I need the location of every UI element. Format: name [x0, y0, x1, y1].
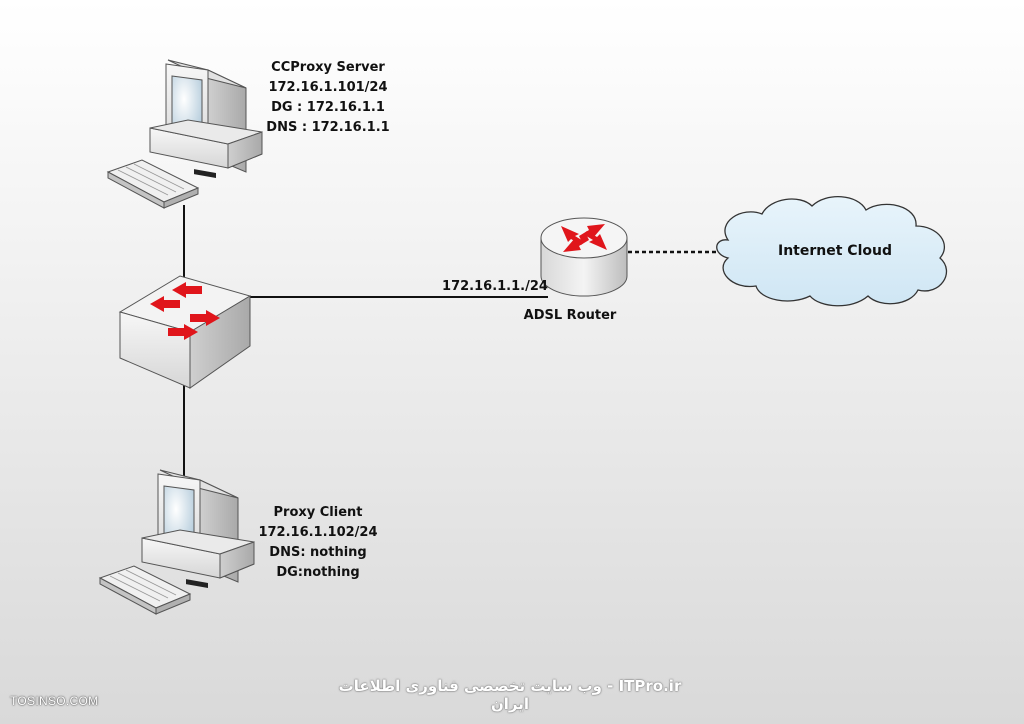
server-gateway: DG : 172.16.1.1	[271, 100, 385, 115]
client-gateway: DG:nothing	[276, 565, 360, 580]
links	[183, 205, 720, 476]
router-link-ip: 172.16.1.1./24	[442, 279, 548, 294]
footer-watermark-left: TOSINSO.COM	[10, 694, 99, 708]
server-dns: DNS : 172.16.1.1	[266, 120, 390, 135]
client-dns: DNS: nothing	[269, 545, 367, 560]
client-computer-icon	[98, 469, 255, 615]
switch-icon	[118, 275, 252, 389]
router-icon	[540, 217, 628, 297]
server-computer-icon	[106, 59, 263, 209]
cloud-name: Internet Cloud	[778, 243, 892, 259]
footer-watermark-center: ITPro.ir - وب سایت تخصصی فناوری اطلاعات …	[338, 677, 682, 713]
server-labels: CCProxy Server 172.16.1.101/24 DG : 172.…	[248, 58, 408, 138]
cloud-icon	[716, 195, 947, 307]
server-name: CCProxy Server	[271, 60, 385, 75]
client-name: Proxy Client	[273, 505, 363, 520]
client-ip: 172.16.1.102/24	[258, 525, 378, 540]
router-name: ADSL Router	[523, 308, 617, 323]
client-labels: Proxy Client 172.16.1.102/24 DNS: nothin…	[238, 503, 398, 583]
server-ip: 172.16.1.101/24	[268, 80, 388, 95]
